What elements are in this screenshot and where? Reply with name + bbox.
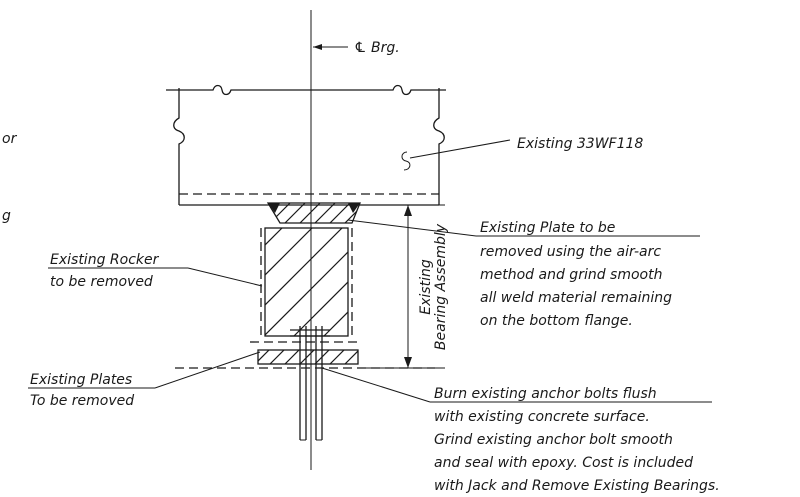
rocker-label-line2: to be removed [50,274,153,290]
rocker-label-line1: Existing Rocker [50,252,160,268]
beam-label: Existing 33WF118 [517,136,643,152]
plate-note-line2: removed using the air-arc [480,244,661,260]
existing-rocker [260,227,353,337]
anchor-bolts [299,326,323,441]
existing-beam [166,84,446,206]
bearing-assembly-label-line1: Existing [418,259,434,315]
edge-fragment-2: g [2,208,11,224]
centerline-arrowhead [313,44,322,50]
bolt-note-line1: Burn existing anchor bolts flush [434,386,657,402]
plate-note-line5: on the bottom flange. [480,313,633,329]
bolt-note-line3: Grind existing anchor bolt smooth [434,432,673,448]
bearing-assembly-label-line2: Bearing Assembly [433,223,449,350]
bolt-leader [321,367,431,403]
bolt-note-line5: with Jack and Remove Existing Bearings. [434,478,720,494]
plate-note-line3: method and grind smooth [480,267,662,283]
plates-leader [154,351,261,389]
plates-label-line2: To be removed [30,393,134,409]
plate-leader [347,219,477,237]
plate-note-line1: Existing Plate to be [480,220,615,236]
beam-leader [409,139,511,159]
bolt-note-line2: with existing concrete surface. [434,409,650,425]
centerline-label: ℄ Brg. [354,40,400,56]
bolt-note-line4: and seal with epoxy. Cost is included [434,455,693,471]
plates-label-line1: Existing Plates [30,372,132,388]
rocker-leader [187,267,263,287]
bearing-assembly-dimension [366,204,445,369]
edge-fragment-1: or [2,131,18,147]
plate-note-line4: all weld material remaining [480,290,672,306]
